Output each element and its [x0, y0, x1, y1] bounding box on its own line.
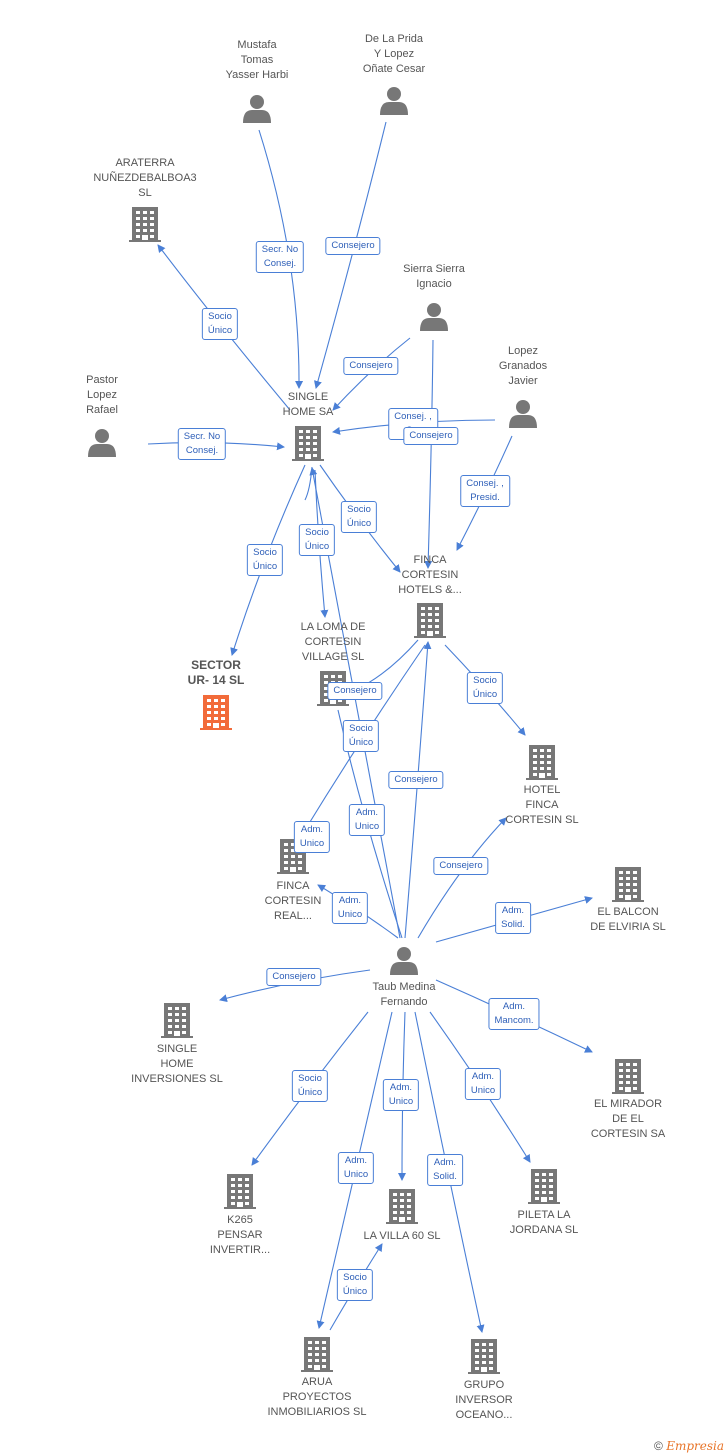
node-label-arua[interactable]: ARUA PROYECTOS INMOBILIARIOS SL [267, 1376, 367, 1418]
edge-line [424, 339, 434, 569]
node-label-k265[interactable]: K265 PENSAR INVERTIR... [209, 1214, 271, 1256]
edge-label[interactable]: Adm. Unico [464, 1068, 502, 1100]
node-label-elbalcon[interactable]: EL BALCON DE ELVIRIA SL [590, 906, 666, 933]
node-label-singlehome[interactable]: SINGLE HOME SA [282, 391, 334, 418]
node-label-pastor[interactable]: Pastor Lopez Rafael [86, 374, 118, 416]
person-icon[interactable] [390, 947, 418, 975]
node-label-hotelfinca[interactable]: HOTEL FINCA CORTESIN SL [505, 784, 579, 826]
building-icon[interactable] [468, 1339, 500, 1374]
footer-brand: © Empresia [654, 1439, 724, 1453]
edge-label[interactable]: Adm. Unico [293, 821, 331, 853]
person-icon[interactable] [420, 303, 448, 331]
building-icon[interactable] [526, 745, 558, 780]
building-icon[interactable] [200, 695, 232, 730]
edge-label[interactable]: Adm. Unico [382, 1079, 420, 1111]
edge-label[interactable]: Socio Único [336, 1269, 374, 1301]
edge-label[interactable]: Adm. Mancom. [488, 998, 540, 1030]
building-icon[interactable] [386, 1189, 418, 1224]
edge-label[interactable]: Adm. Solid. [495, 902, 531, 934]
node-label-elmirador[interactable]: EL MIRADOR DE EL CORTESIN SA [590, 1098, 666, 1140]
edge-label[interactable]: Consej. , Presid. [460, 475, 510, 507]
edge-line [417, 817, 507, 939]
node-label-lavilla[interactable]: LA VILLA 60 SL [363, 1230, 441, 1242]
edge-label[interactable]: Socio Único [201, 308, 239, 340]
edge-line [314, 121, 387, 389]
edge-label[interactable]: Socio Único [246, 544, 284, 576]
building-icon[interactable] [612, 867, 644, 902]
edge-label[interactable]: Socio Único [291, 1070, 329, 1102]
building-icon[interactable] [292, 426, 324, 461]
node-icons [88, 87, 644, 1374]
brand-name: Empresia [666, 1439, 724, 1453]
copyright-symbol: © [654, 1439, 663, 1453]
edge-label[interactable]: Socio Único [340, 501, 378, 533]
building-icon[interactable] [612, 1059, 644, 1094]
person-icon[interactable] [509, 400, 537, 428]
edge-label[interactable]: Socio Único [342, 720, 380, 752]
edge-label[interactable]: Secr. No Consej. [177, 428, 227, 460]
building-icon[interactable] [277, 839, 309, 874]
edge-line [404, 641, 432, 939]
node-label-lopezgranados[interactable]: Lopez Granados Javier [498, 345, 548, 387]
edge-label[interactable]: Consejero [433, 857, 489, 875]
node-label-sector[interactable]: SECTOR UR- 14 SL [187, 658, 245, 687]
node-label-fincahotels[interactable]: FINCA CORTESIN HOTELS &... [398, 554, 462, 596]
node-label-singlehomeinv[interactable]: SINGLE HOME INVERSIONES SL [131, 1043, 223, 1085]
edge-label[interactable]: Consejero [266, 968, 322, 986]
building-icon[interactable] [414, 603, 446, 638]
node-label-grupo[interactable]: GRUPO INVERSOR OCEANO... [455, 1379, 513, 1421]
node-label-taub[interactable]: Taub Medina Fernando [372, 981, 436, 1008]
node-label-mustafa[interactable]: Mustafa Tomas Yasser Harbi [225, 39, 289, 81]
building-icon[interactable] [301, 1337, 333, 1372]
person-icon[interactable] [88, 429, 116, 457]
edge-label[interactable]: Consejero [325, 237, 381, 255]
edge-label[interactable]: Adm. Solid. [427, 1154, 463, 1186]
building-icon[interactable] [224, 1174, 256, 1209]
person-icon[interactable] [380, 87, 408, 115]
edge-label[interactable]: Socio Único [466, 672, 504, 704]
edge-label[interactable]: Consejero [403, 427, 459, 445]
node-label-laloma[interactable]: LA LOMA DE CORTESIN VILLAGE SL [300, 621, 366, 663]
edge-label[interactable]: Consejero [388, 771, 444, 789]
building-icon[interactable] [129, 207, 161, 242]
node-label-fincareal[interactable]: FINCA CORTESIN REAL... [264, 880, 322, 922]
edge-line [304, 466, 313, 501]
edge-label[interactable]: Consejero [327, 682, 383, 700]
node-label-delaprida[interactable]: De La Prida Y Lopez Oñate Cesar [362, 33, 426, 75]
edge-label[interactable]: Adm. Unico [331, 892, 369, 924]
node-label-araterra[interactable]: ARATERRA NUÑEZDEBALBOA3 SL [93, 157, 197, 199]
building-icon[interactable] [528, 1169, 560, 1204]
building-icon[interactable] [161, 1003, 193, 1038]
node-label-sierra[interactable]: Sierra Sierra Ignacio [403, 263, 465, 290]
edge-label[interactable]: Adm. Unico [337, 1152, 375, 1184]
edge-label[interactable]: Secr. No Consej. [255, 241, 305, 273]
edge-label[interactable]: Consejero [343, 357, 399, 375]
edge-label[interactable]: Socio Único [298, 524, 336, 556]
person-icon[interactable] [243, 95, 271, 123]
edge-line [309, 467, 401, 939]
node-label-pileta[interactable]: PILETA LA JORDANA SL [509, 1209, 579, 1236]
edge-label[interactable]: Adm. Unico [348, 804, 386, 836]
